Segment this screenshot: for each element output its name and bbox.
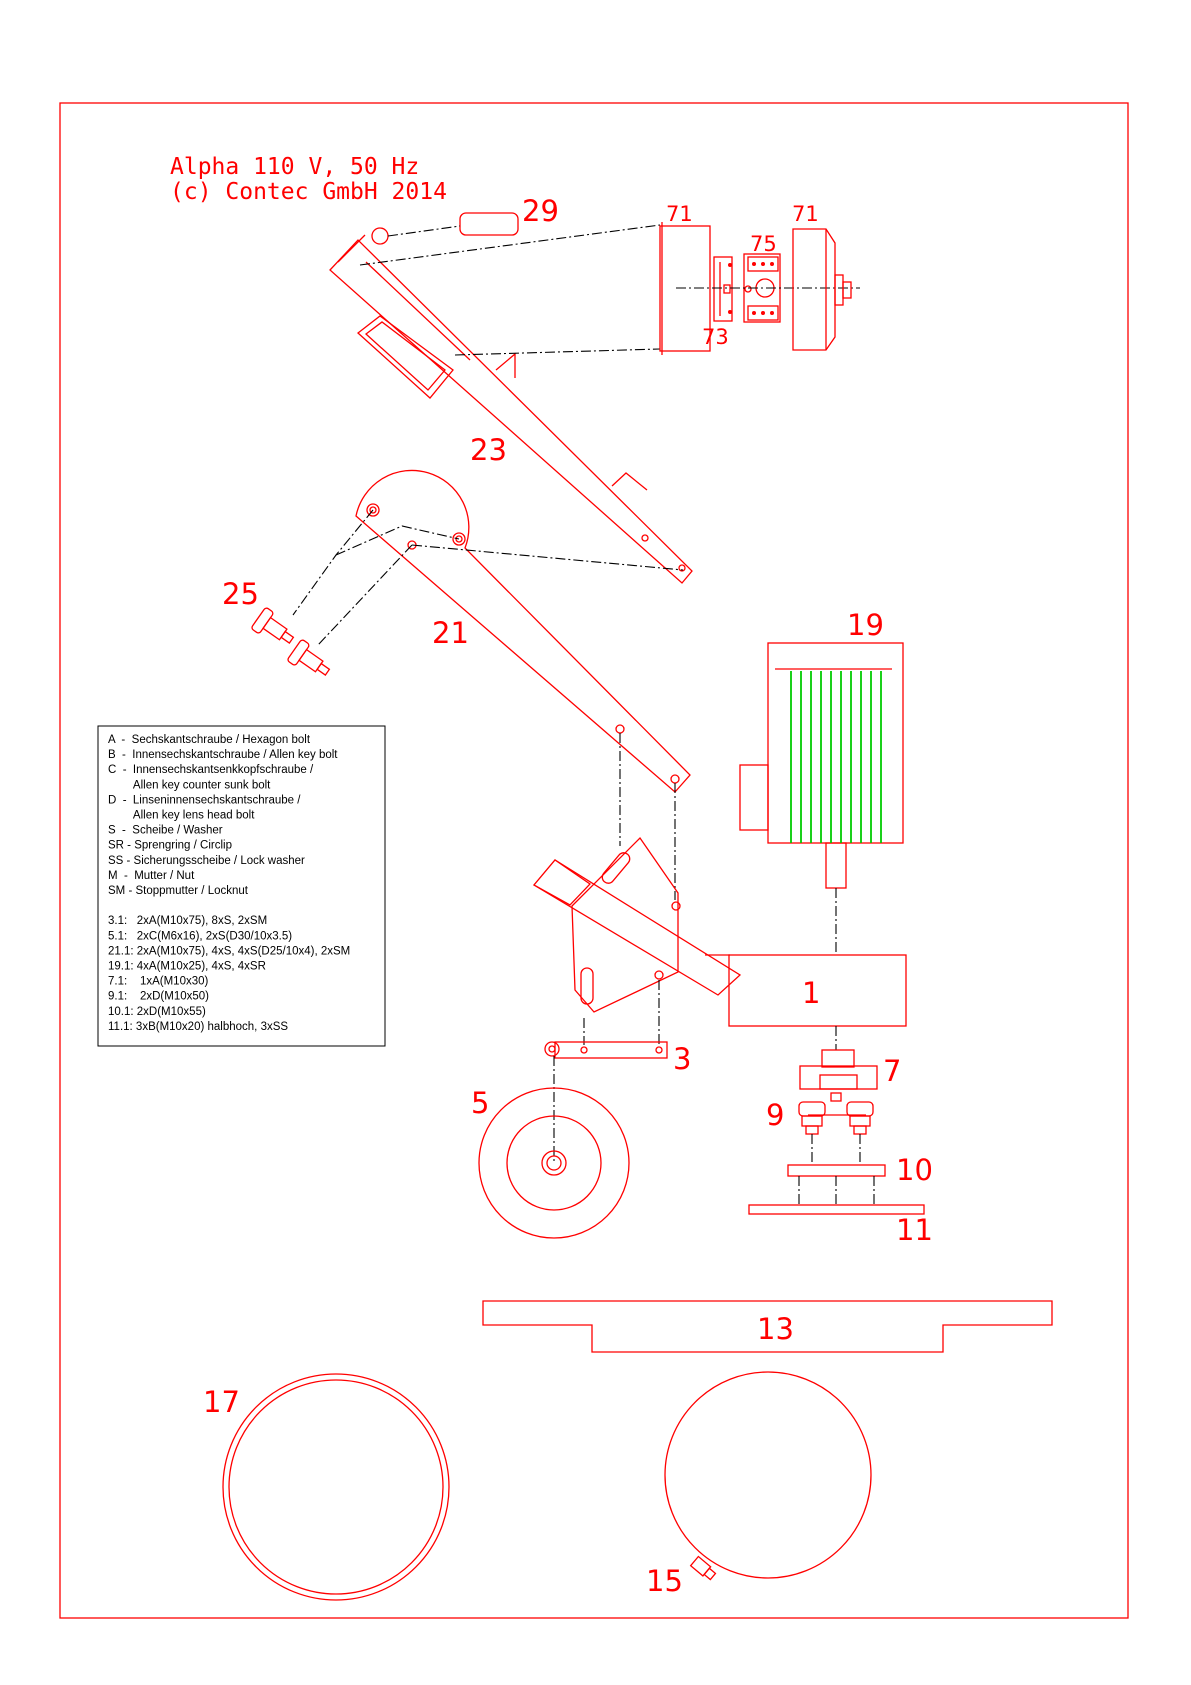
legend-abbreviation-8: SS - Sicherungsscheibe / Lock washer — [108, 855, 305, 867]
legend-fastener-2: 21.1: 2xA(M10x75), 4xS, 4xS(D25/10x4), 2… — [108, 945, 350, 957]
part-9-rollers — [798, 1092, 874, 1135]
callout-71-left: 71 — [666, 202, 693, 226]
legend-fastener-1: 5.1: 2xC(M6x16), 2xS(D30/10x3.5) — [108, 930, 292, 942]
callout-3: 3 — [673, 1042, 691, 1076]
legend-fastener-4: 7.1: 1xA(M10x30) — [108, 976, 209, 988]
part-7-flange — [799, 1049, 878, 1090]
callout-19: 19 — [847, 608, 884, 642]
legend-abbreviation-4: D - Linseninnensechskantschraube / — [108, 794, 301, 806]
callout-9: 9 — [766, 1098, 784, 1132]
header-line1: Alpha 110 V, 50 Hz — [170, 154, 419, 180]
callout-17: 17 — [203, 1385, 240, 1419]
part-5-wheel — [478, 1087, 630, 1239]
legend-fastener-3: 19.1: 4xA(M10x25), 4xS, 4xSR — [108, 961, 266, 973]
part-17-ring — [222, 1373, 450, 1601]
part-25-clamp-knobs — [251, 607, 331, 676]
part-19-motor — [739, 642, 904, 889]
part-15-clamp-band — [664, 1371, 872, 1581]
part-3-link-plate — [544, 1041, 668, 1059]
legend-abbreviation-6: S - Scheibe / Washer — [108, 825, 223, 837]
part-11-base-plate — [748, 1204, 925, 1215]
legend-abbreviation-7: SR - Sprengring / Circlip — [108, 840, 232, 852]
callout-71-right: 71 — [792, 202, 819, 226]
callout-25: 25 — [222, 577, 259, 611]
legend-abbreviation-0: A - Sechskantschraube / Hexagon bolt — [108, 734, 311, 746]
legend-box: A - Sechskantschraube / Hexagon bolt B - … — [97, 725, 386, 1047]
legend-abbreviation-10: SM - Stoppmutter / Locknut — [108, 885, 249, 897]
callout-21: 21 — [432, 616, 469, 650]
callout-11: 11 — [896, 1213, 933, 1247]
part-23-handle-arm — [329, 234, 693, 584]
legend-abbreviation-5: Allen key lens head bolt — [108, 810, 255, 822]
callout-75: 75 — [750, 232, 777, 256]
callout-29: 29 — [522, 194, 559, 228]
part-10-plate — [787, 1164, 886, 1177]
part-71-housing-front — [659, 222, 711, 355]
legend-abbreviation-3: Allen key counter sunk bolt — [108, 779, 271, 791]
legend-abbreviation-1: B - Innensechskantschraube / Allen key b… — [108, 749, 338, 761]
part-1-body — [728, 954, 907, 1027]
legend-abbreviation-2: C - Innensechskantsenkkopfschraube / — [108, 764, 314, 776]
part-29-grip — [459, 212, 519, 236]
part-73-switch-plate — [713, 256, 733, 322]
callout-23: 23 — [470, 433, 507, 467]
callout-15: 15 — [646, 1564, 683, 1598]
header-line2: (c) Contec GmbH 2014 — [170, 179, 447, 205]
callout-7: 7 — [883, 1054, 901, 1088]
legend-abbreviation-9: M - Mutter / Nut — [108, 870, 195, 882]
legend-fastener-7: 11.1: 3xB(M10x20) halbhoch, 3xSS — [108, 1021, 288, 1033]
part-71-housing-rear — [792, 228, 852, 351]
part-13-guide-rail — [482, 1300, 1053, 1353]
legend-fastener-5: 9.1: 2xD(M10x50) — [108, 991, 209, 1003]
callout-10: 10 — [896, 1153, 933, 1187]
bracket-assembly — [532, 836, 742, 1013]
legend-fastener-6: 10.1: 2xD(M10x55) — [108, 1006, 206, 1018]
callout-13: 13 — [757, 1312, 794, 1346]
callout-5: 5 — [471, 1086, 489, 1120]
callout-1: 1 — [802, 976, 820, 1010]
legend-fastener-0: 3.1: 2xA(M10x75), 8xS, 2xSM — [108, 915, 267, 927]
part-29-grip-knob — [371, 227, 389, 245]
drawing-frame — [59, 102, 1129, 1619]
callout-73: 73 — [702, 325, 729, 349]
